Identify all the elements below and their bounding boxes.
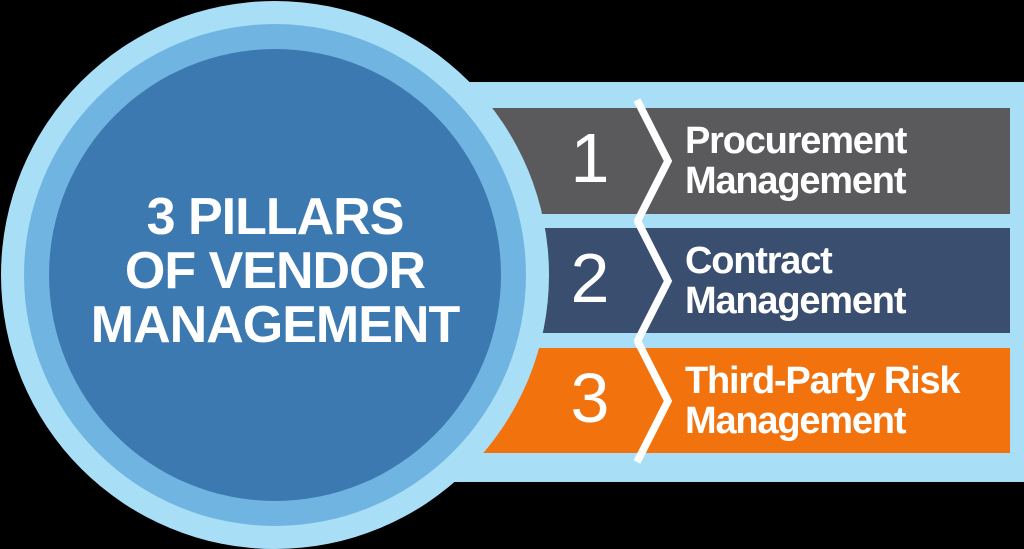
- pillar-label: Third-Party Risk Management: [685, 348, 961, 453]
- chevron-right-icon: [633, 98, 673, 224]
- pillar-label-line2: Management: [685, 399, 906, 442]
- title-line1: 3 PILLARS: [146, 188, 405, 246]
- pillar-number: 3: [570, 359, 610, 437]
- pillar-bar-third-party-risk: 3 Third-Party Risk Management: [460, 338, 1010, 464]
- pillar-label-line2: Management: [685, 160, 906, 202]
- pillar-number: 1: [570, 119, 610, 197]
- pillar-label-line1: Procurement: [685, 120, 907, 162]
- pillar-number: 2: [570, 239, 610, 317]
- pillar-label-line1: Third-Party Risk: [685, 359, 961, 402]
- pillar-label-line1: Contract: [685, 239, 833, 282]
- chevron-right-icon: [633, 338, 673, 464]
- pillar-bar-procurement: 1 Procurement Management: [460, 98, 1010, 224]
- pillar-label-line2: Management: [685, 279, 906, 322]
- inner-main-circle: [49, 49, 501, 501]
- pillar-bar-contract: 2 Contract Management: [460, 218, 1010, 344]
- chevron-right-icon: [633, 218, 673, 344]
- pillar-label: Contract Management: [685, 228, 906, 333]
- title-line3: MANAGEMENT: [90, 296, 460, 354]
- diagram-title: 3 PILLARS OF VENDOR MANAGEMENT: [43, 190, 507, 352]
- title-line2: OF VENDOR: [124, 242, 426, 300]
- pillar-label: Procurement Management: [685, 108, 907, 214]
